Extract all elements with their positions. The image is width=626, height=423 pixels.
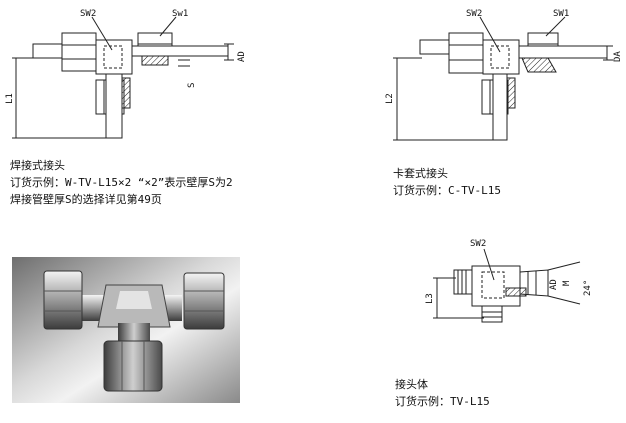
bite-l2-label: L2 <box>385 93 395 104</box>
welded-fitting-drawing <box>12 16 234 139</box>
body-angle-label: 24° <box>583 280 593 296</box>
welded-order-example: 订货示例：W-TV-L15×2 “×2”表示壁厚S为2 <box>10 176 233 189</box>
bite-sw1-label: SW1 <box>553 9 569 19</box>
bite-title: 卡套式接头 <box>393 167 448 180</box>
welded-ad-label: AD <box>237 51 247 62</box>
body-ad-label: AD <box>549 279 559 290</box>
welded-s-label: S <box>187 83 197 88</box>
welded-note: 焊接管壁厚S的选择详见第49页 <box>10 193 162 206</box>
body-caption: 接头体 订货示例：TV-L15 <box>395 376 490 410</box>
bite-da-label: DA <box>613 51 623 62</box>
bite-order-example: 订货示例：C-TV-L15 <box>393 184 501 197</box>
body-m-label: M <box>562 280 572 286</box>
body-sw2-label: SW2 <box>470 239 486 249</box>
welded-sw2-label: SW2 <box>80 9 96 19</box>
body-drawing <box>433 248 581 323</box>
bite-caption: 卡套式接头 订货示例：C-TV-L15 <box>393 165 501 199</box>
welded-caption: 焊接式接头 订货示例：W-TV-L15×2 “×2”表示壁厚S为2 焊接管壁厚S… <box>10 157 233 208</box>
bite-sw2-label: SW2 <box>466 9 482 19</box>
welded-l1-label: L1 <box>5 93 15 104</box>
welded-sw1-label: Sw1 <box>172 9 188 19</box>
body-order-example: 订货示例：TV-L15 <box>395 395 490 408</box>
body-l3-label: L3 <box>425 293 435 304</box>
body-title: 接头体 <box>395 378 428 391</box>
welded-title: 焊接式接头 <box>10 159 65 172</box>
product-photo <box>12 257 240 403</box>
bite-fitting-drawing <box>393 16 613 141</box>
